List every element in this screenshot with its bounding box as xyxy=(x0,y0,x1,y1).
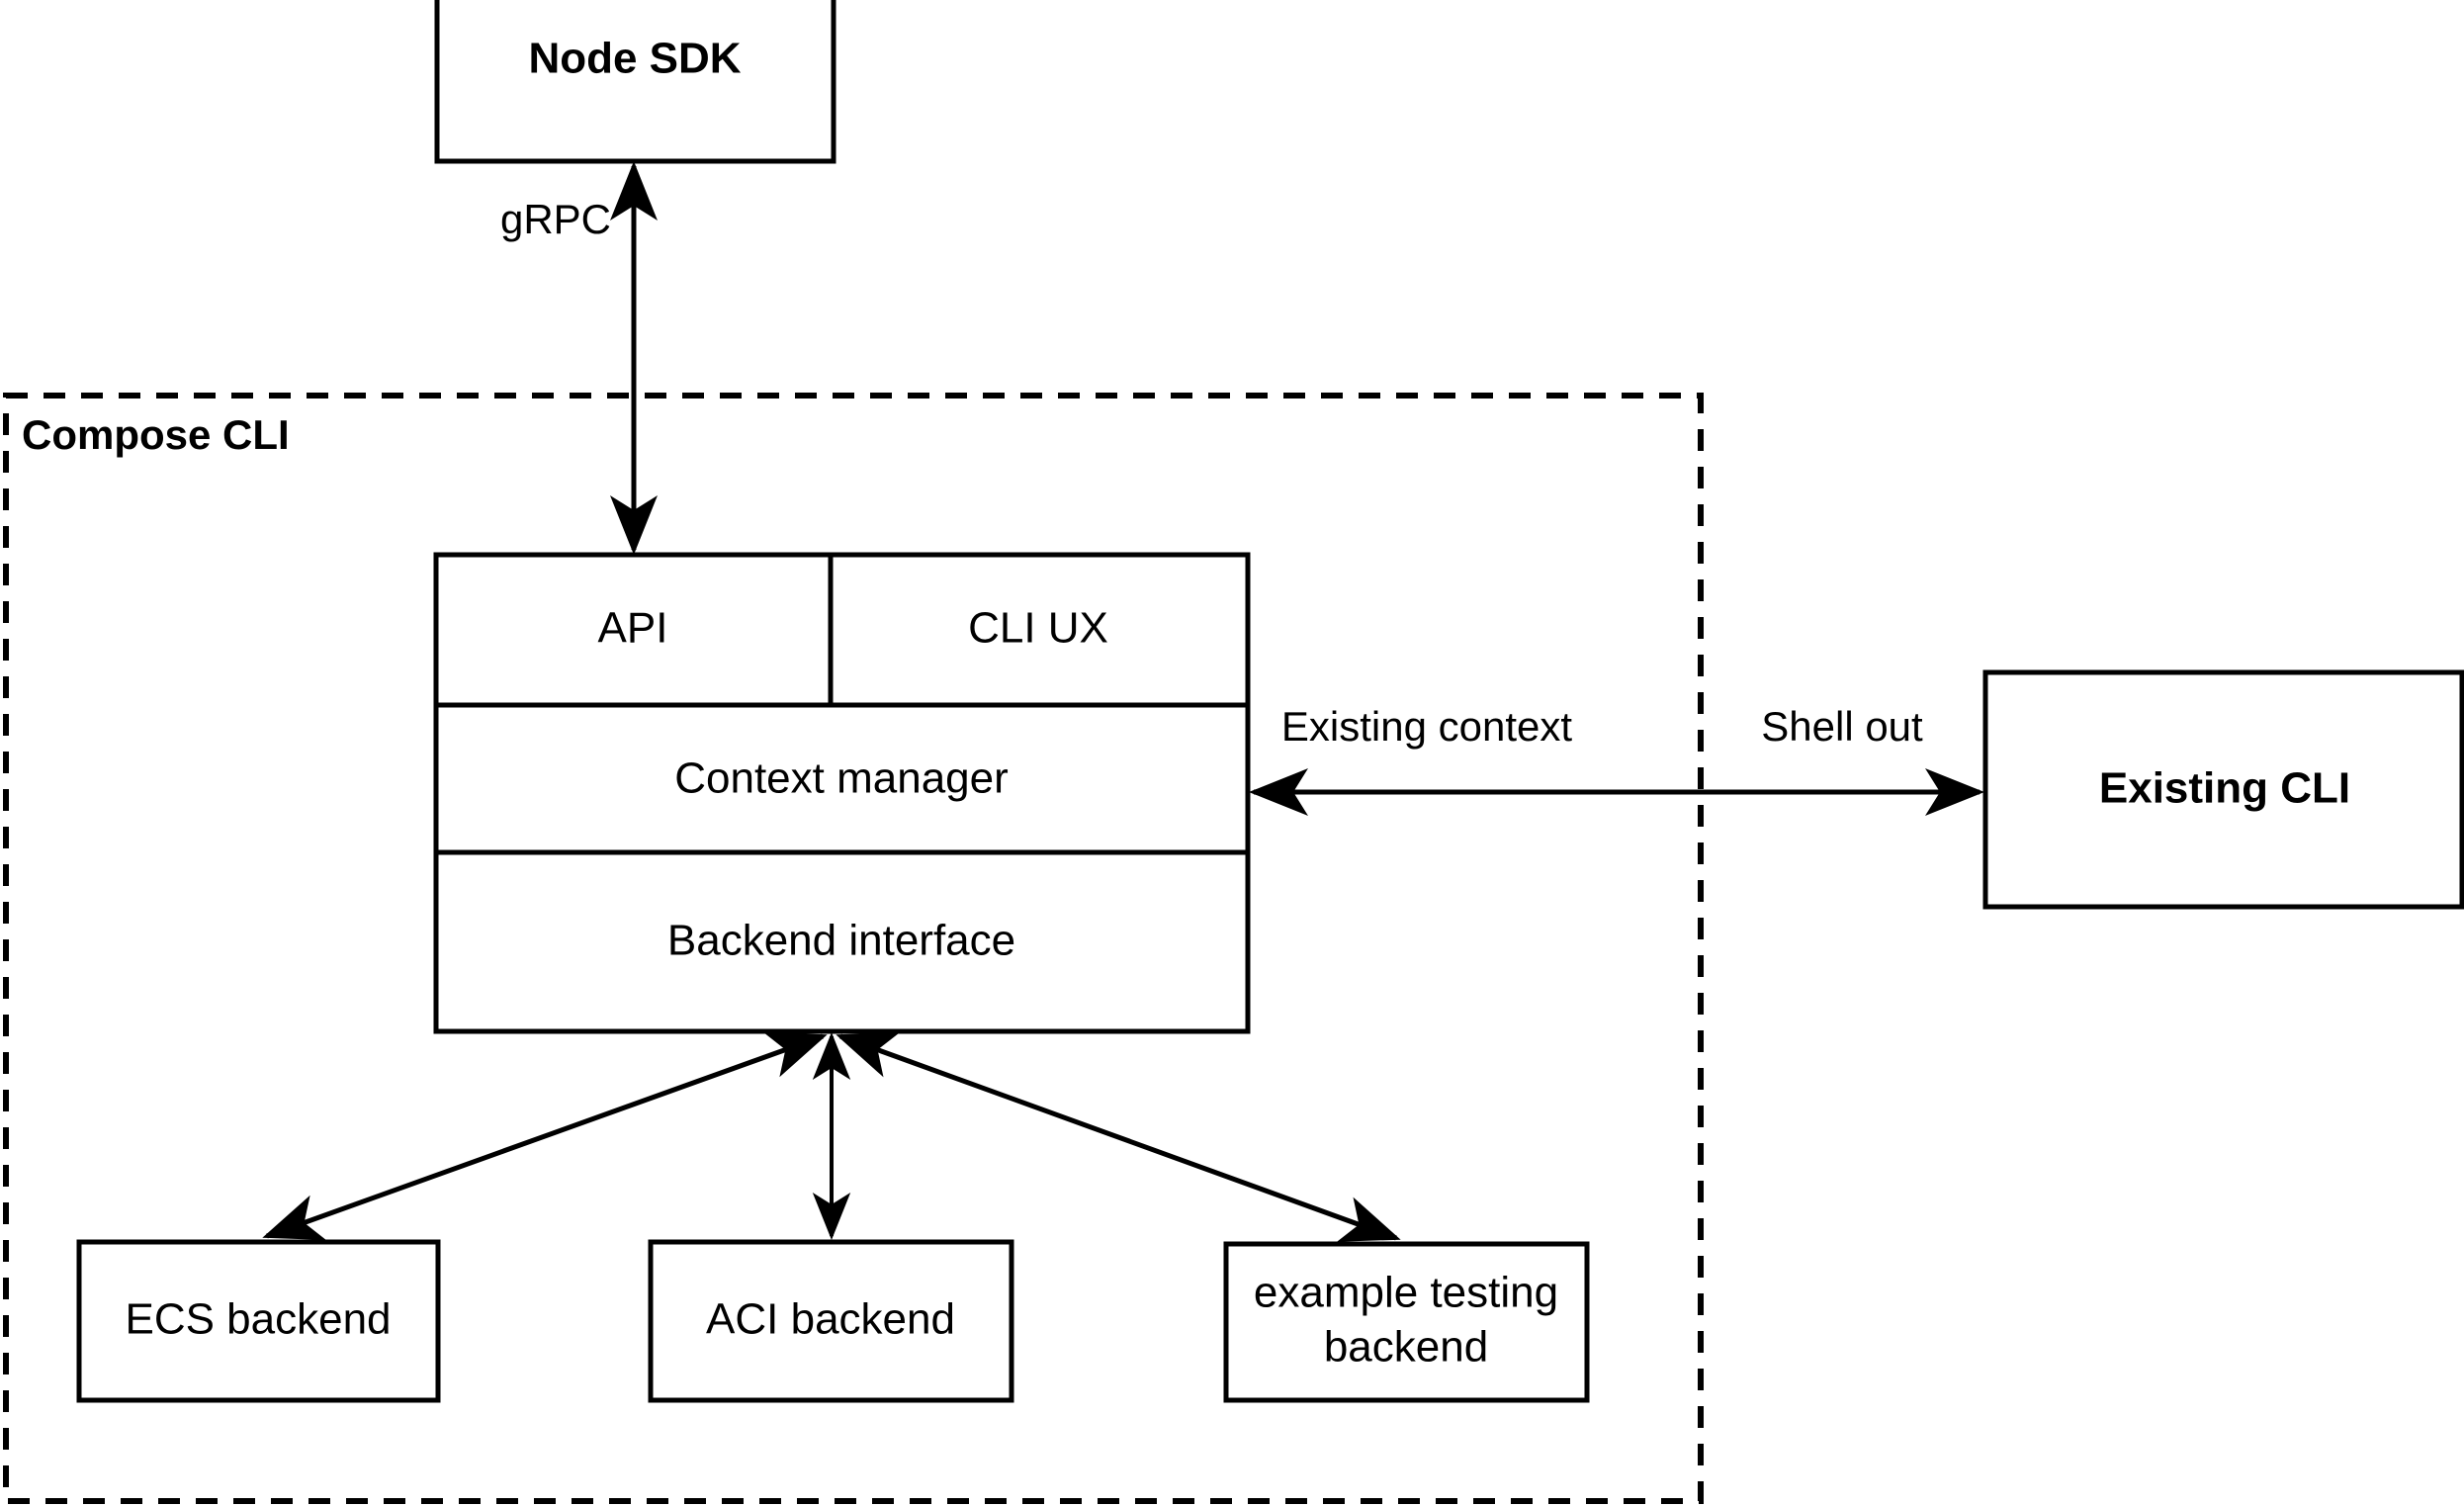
backend-interface-label: Backend interface xyxy=(667,917,1015,965)
example-testing-backend-box[interactable] xyxy=(1223,1241,1590,1403)
grpc-edge-label: gRPC xyxy=(500,196,611,242)
shell-out-edge-label: Shell out xyxy=(1761,703,1923,750)
backend-connector-ecs xyxy=(262,1032,828,1240)
existing-cli-label: Existing CLI xyxy=(2099,764,2350,813)
existing-cli-box[interactable] xyxy=(1982,669,2464,910)
aci-backend-label: ACI backend xyxy=(706,1295,955,1344)
api-label: API xyxy=(598,604,668,653)
context-manager-label: Context manager xyxy=(674,754,1009,803)
example-testing-backend-label-line1: example testing xyxy=(1254,1269,1558,1317)
ecs-backend-label: ECS backend xyxy=(125,1295,391,1344)
node-sdk-box[interactable] xyxy=(434,0,836,164)
compose-cli-group-label: Compose CLI xyxy=(22,411,290,458)
backend-connector-example xyxy=(836,1032,1401,1242)
compose-cli-core-box xyxy=(433,552,1251,1034)
example-testing-backend-label-line2: backend xyxy=(1324,1323,1488,1372)
cli-ux-label: CLI UX xyxy=(968,604,1108,653)
existing-context-edge-label: Existing context xyxy=(1281,703,1572,750)
aci-backend-box[interactable] xyxy=(648,1239,1014,1403)
node-sdk-label: Node SDK xyxy=(528,35,741,83)
compose-cli-group-frame xyxy=(3,393,1704,1504)
ecs-backend-box[interactable] xyxy=(76,1239,441,1403)
